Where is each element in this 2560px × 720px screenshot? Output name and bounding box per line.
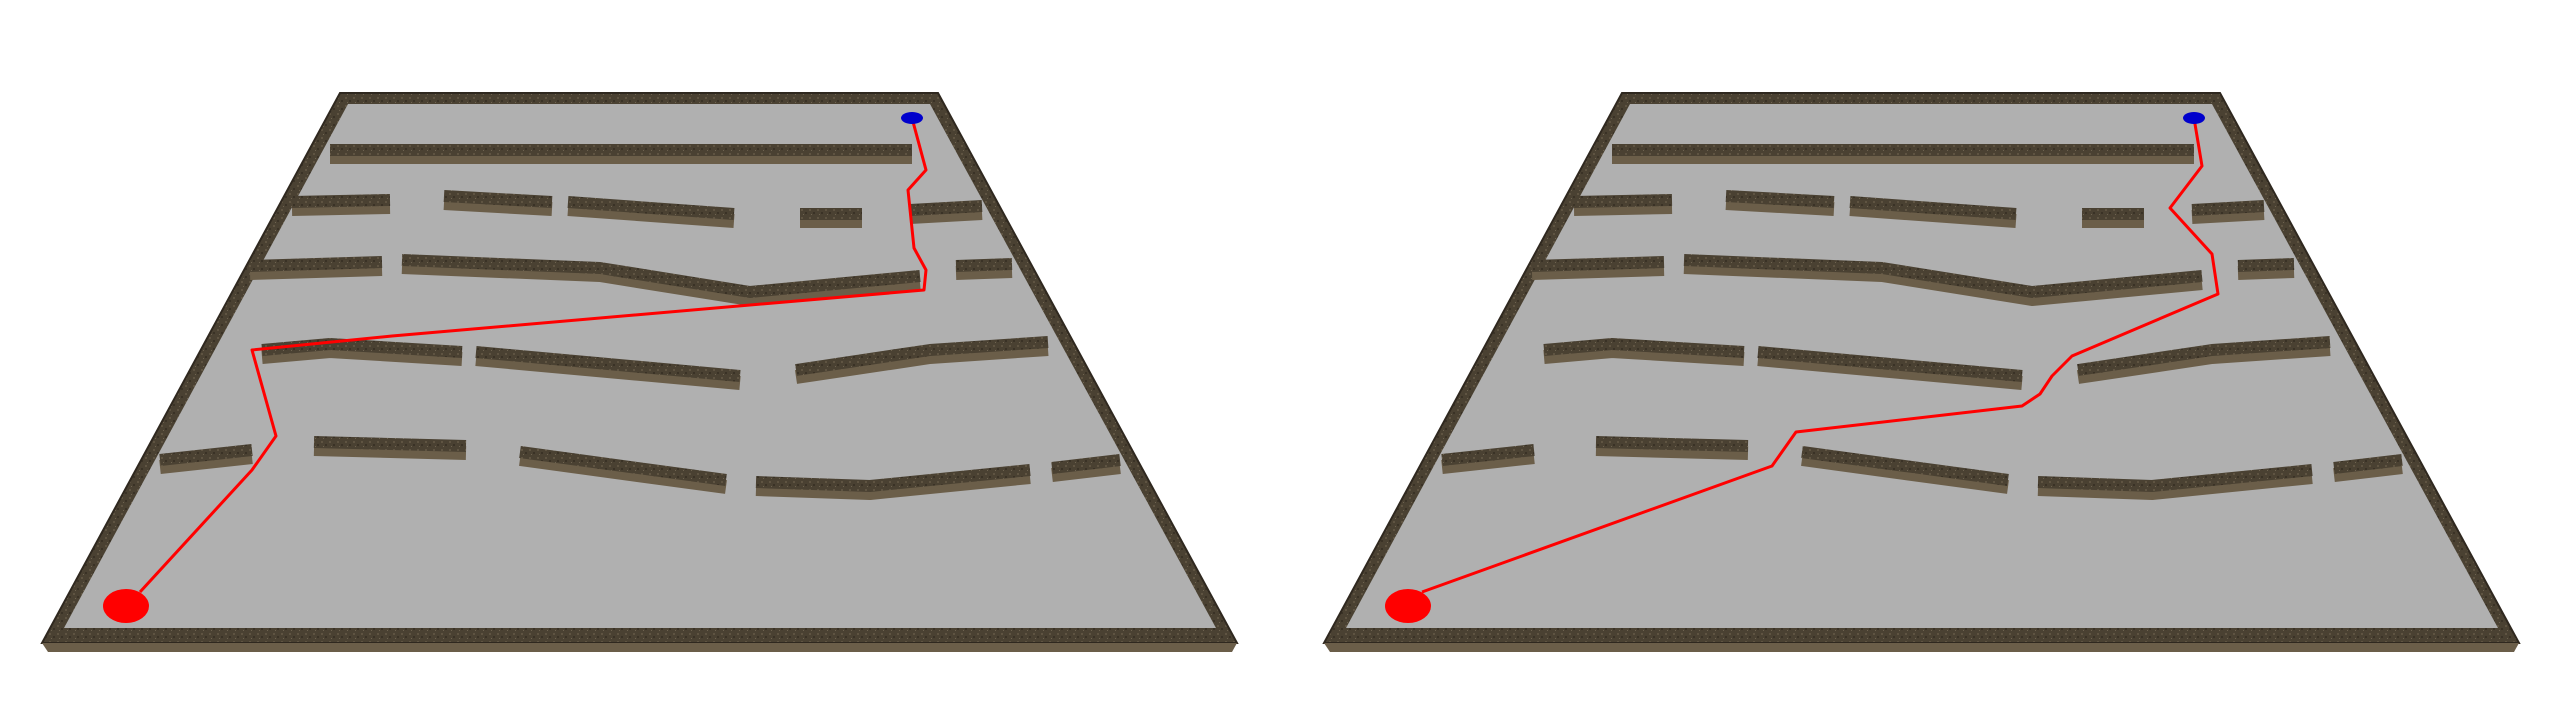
goal-marker bbox=[901, 112, 923, 124]
maze-wall bbox=[159, 444, 253, 466]
maze-wall bbox=[1757, 346, 2023, 382]
wall-face bbox=[2237, 264, 2295, 280]
goal-marker bbox=[2183, 112, 2205, 124]
maze-wall bbox=[2333, 454, 2403, 474]
maze-wall bbox=[1531, 256, 1665, 272]
maze-panel-left bbox=[40, 92, 1239, 652]
wall-face bbox=[443, 196, 553, 216]
maze-wall bbox=[1725, 190, 1835, 208]
wall-face bbox=[1543, 344, 1745, 366]
wall-face bbox=[159, 450, 253, 474]
wall-face bbox=[519, 452, 727, 494]
maze-wall bbox=[443, 190, 553, 208]
wall-face bbox=[567, 202, 735, 228]
maze-wall bbox=[291, 194, 391, 208]
wall-face bbox=[1725, 196, 1835, 216]
maze-wall bbox=[755, 464, 1031, 492]
maze-wall bbox=[795, 336, 1049, 376]
wall-face bbox=[291, 200, 391, 216]
wall-face bbox=[313, 442, 467, 460]
maze-wall bbox=[1441, 444, 1535, 466]
maze-wall bbox=[1543, 338, 1745, 358]
maze-wall bbox=[1051, 454, 1121, 474]
wall-face bbox=[1573, 200, 1673, 216]
wall-face bbox=[1801, 452, 2009, 494]
maze-wall bbox=[249, 256, 383, 272]
wall-face bbox=[475, 352, 741, 390]
maze-wall bbox=[519, 446, 727, 486]
wall-face bbox=[1051, 460, 1121, 482]
wall-face bbox=[794, 342, 1049, 384]
wall-face bbox=[261, 344, 463, 366]
wall-face bbox=[955, 264, 1013, 280]
planned-path bbox=[1421, 117, 2220, 594]
maze-wall bbox=[2191, 200, 2265, 216]
maze-wall bbox=[1801, 446, 2009, 486]
maze-wall bbox=[955, 258, 1013, 272]
wall-face bbox=[1849, 202, 2017, 228]
wall-face bbox=[909, 206, 983, 224]
wall-face bbox=[2037, 470, 2313, 500]
maze-wall bbox=[2037, 464, 2313, 492]
wall-face bbox=[2076, 342, 2331, 384]
maze-wall bbox=[909, 200, 983, 216]
maze-wall bbox=[1849, 196, 2017, 220]
wall-face bbox=[1683, 260, 2203, 306]
planned-path bbox=[138, 117, 928, 594]
start-marker bbox=[1385, 589, 1431, 623]
start-marker bbox=[103, 589, 149, 623]
maze-panel-right bbox=[1322, 92, 2521, 652]
maze-wall bbox=[567, 196, 735, 220]
wall-face bbox=[401, 260, 921, 306]
wall-face bbox=[249, 262, 383, 280]
maze-wall bbox=[1573, 194, 1673, 208]
maze-wall bbox=[313, 436, 467, 452]
wall-face bbox=[1531, 262, 1665, 280]
maze-wall bbox=[1683, 254, 2203, 298]
maze-wall bbox=[1595, 436, 1749, 452]
front-wall-face bbox=[42, 643, 1237, 652]
wall-face bbox=[1757, 352, 2023, 390]
maze-wall bbox=[475, 346, 741, 382]
maze-wall bbox=[401, 254, 921, 298]
maze-wall bbox=[2077, 336, 2331, 376]
wall-face bbox=[2333, 460, 2403, 482]
wall-face bbox=[755, 470, 1031, 500]
front-wall-face bbox=[1324, 643, 2519, 652]
wall-face bbox=[1441, 450, 1535, 474]
maze-wall bbox=[2237, 258, 2295, 272]
wall-face bbox=[1595, 442, 1749, 460]
wall-face bbox=[2191, 206, 2265, 224]
